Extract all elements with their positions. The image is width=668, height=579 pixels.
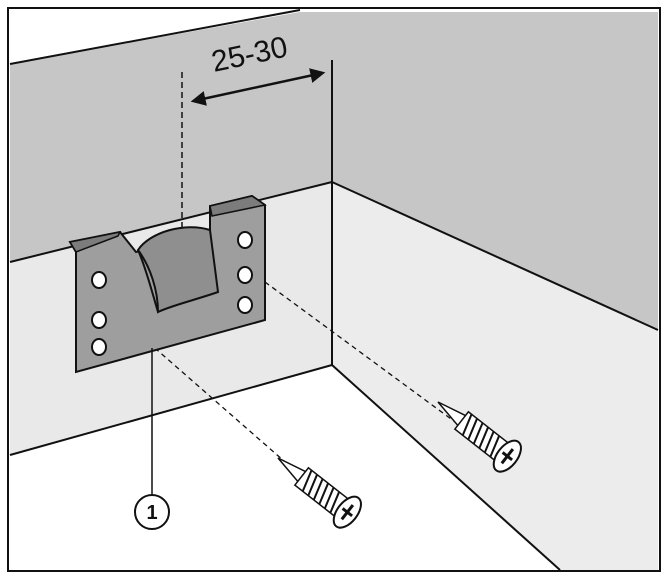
screw-cross [501,451,513,462]
wall-edge-right [331,181,659,331]
top-edge [9,9,301,65]
floor-edge-right [331,364,561,571]
bracket-hole [91,271,107,289]
callout-circle [134,494,170,530]
bracket-hole [237,266,253,284]
screw-guide-left [147,341,341,511]
screw-cross [341,507,353,518]
bracket-top-lip [68,230,122,253]
bracket-hole [237,231,253,249]
wall-edge-left [9,181,333,263]
bracket-hook-edge [137,249,159,313]
bracket-hook [136,226,220,314]
screw-icon [437,401,522,473]
screw-icon [277,457,362,529]
screw-threads [301,469,341,514]
bracket-top-lip-right [209,195,267,217]
dimension-arrow [190,68,326,106]
mounting-bracket-icon [68,194,267,374]
callout-number: 1 [146,502,157,524]
screw-threads [461,413,501,458]
side-wall [332,182,658,570]
bracket-hole [91,311,107,329]
back-wall [10,12,658,330]
floor-edge-left [9,364,333,456]
bracket-hole [237,296,253,314]
bracket-hole [91,338,107,356]
